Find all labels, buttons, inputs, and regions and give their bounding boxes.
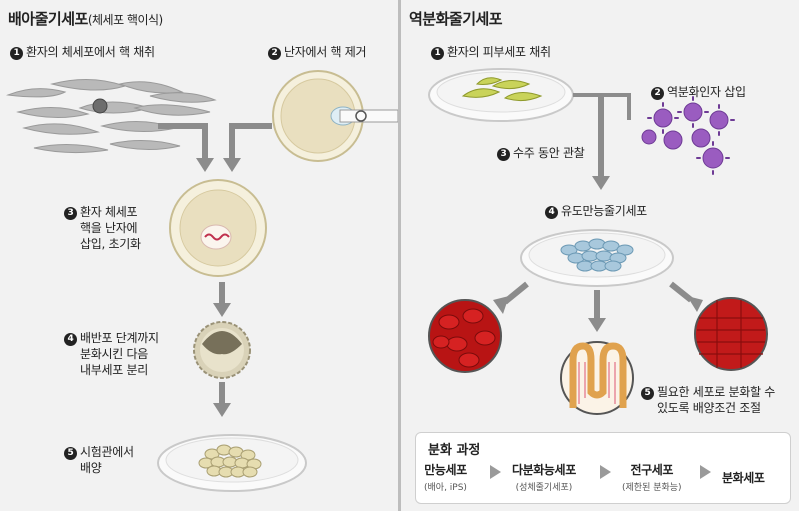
differentiation-arrows xyxy=(505,284,691,320)
process-stage-label: 분화세포 xyxy=(722,469,765,486)
arrow-head xyxy=(588,318,606,332)
muscle-tissue-circle xyxy=(695,298,767,370)
blood-cells-circle xyxy=(429,300,501,372)
step-number-badge: 2 xyxy=(651,87,664,100)
reconstructed-egg xyxy=(170,180,266,276)
blastocyst xyxy=(194,322,250,378)
step-number-badge: 4 xyxy=(545,206,558,219)
process-title: 분화 과정 xyxy=(428,439,480,458)
right-step-4-label: 유도만능줄기세포 xyxy=(561,204,647,218)
culture-dish-left xyxy=(158,435,306,491)
process-stage-progenitor: 전구세포 (제한된 분화능) xyxy=(622,461,682,493)
somatic-cells-illustration xyxy=(8,79,215,152)
process-arrow-icon xyxy=(490,465,501,479)
ips-cell-dish xyxy=(521,230,673,286)
arrow-head xyxy=(493,296,509,314)
arrow-head xyxy=(223,158,241,172)
process-stage-pluripotent: 만능세포 (배아, iPS) xyxy=(424,461,467,493)
process-stage-differentiated: 분화세포 xyxy=(722,469,765,486)
right-step-2-label: 역분화인자 삽입 xyxy=(667,85,746,99)
skin-cell-dish xyxy=(429,69,573,121)
process-arrow-icon xyxy=(600,465,611,479)
process-stage-label: 전구세포 xyxy=(622,461,682,478)
right-step-5-line2: 있도록 배양조건 조절 xyxy=(641,400,775,416)
arrow-head xyxy=(196,158,214,172)
right-step-1-label: 환자의 피부세포 채취 xyxy=(447,45,551,59)
left-illustration xyxy=(0,0,398,511)
process-stage-multipotent: 다분화능세포 (성체줄기세포) xyxy=(512,461,576,493)
merge-arrows xyxy=(158,126,272,160)
process-arrow-icon xyxy=(700,465,711,479)
somatic-nucleus xyxy=(93,99,107,113)
process-stage-note: (성체줄기세포) xyxy=(512,480,576,493)
right-step-3-label: 수주 동안 관찰 xyxy=(513,146,584,160)
arrow-head xyxy=(687,296,703,312)
process-stage-note: (배아, iPS) xyxy=(424,480,467,493)
right-step-5-line1: 필요한 세포로 분화할 수 xyxy=(657,385,775,399)
step-number-badge: 5 xyxy=(641,387,654,400)
enucleated-egg xyxy=(273,71,398,161)
arrow-head xyxy=(213,403,231,417)
process-stage-note: (제한된 분화능) xyxy=(622,480,682,493)
intestinal-villi-circle xyxy=(561,342,633,414)
virus-particles xyxy=(642,103,728,168)
step-number-badge: 1 xyxy=(431,47,444,60)
step-number-badge: 3 xyxy=(497,148,510,161)
differentiation-process-box: 분화 과정 만능세포 (배아, iPS) 다분화능세포 (성체줄기세포) 전구세… xyxy=(415,432,791,504)
right-panel-ips: 역분화줄기세포 xyxy=(401,0,799,511)
process-stage-label: 다분화능세포 xyxy=(512,461,576,478)
process-stage-label: 만능세포 xyxy=(424,461,467,478)
arrow-head xyxy=(592,176,610,190)
arrow-head xyxy=(213,303,231,317)
